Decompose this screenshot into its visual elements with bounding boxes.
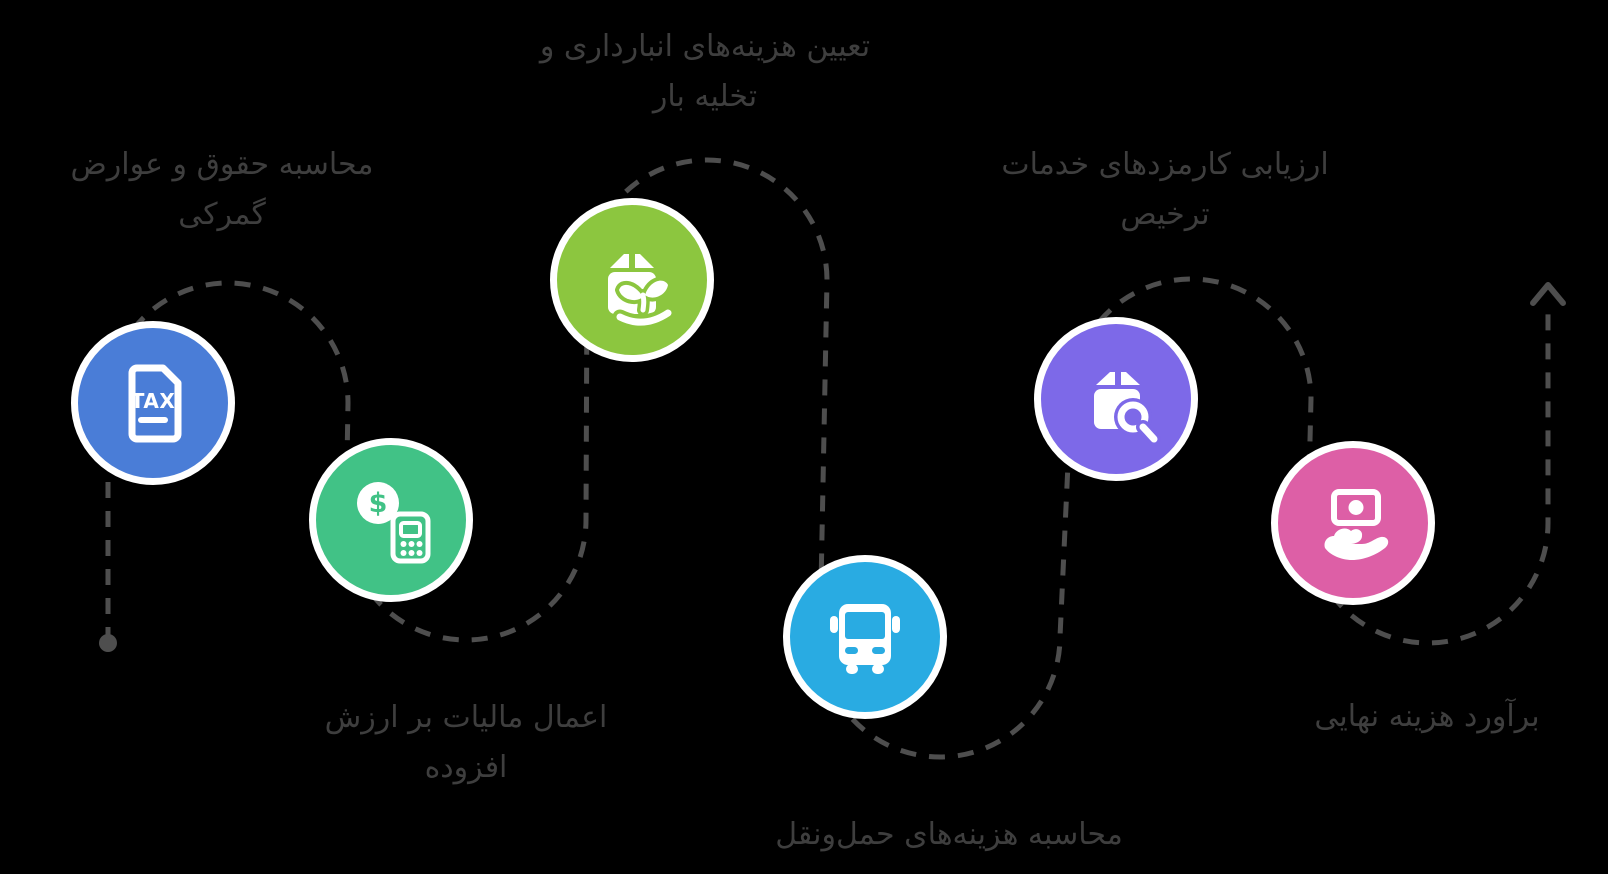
step-label-clearance-fees: ارزیابی کارمزدهای خدمات ترخیص	[1001, 140, 1328, 240]
label-line: افزوده	[424, 750, 508, 785]
bus-icon	[830, 604, 900, 674]
label-line: تعیین هزینه‌های انبارداری و	[539, 29, 871, 64]
dollar-calculator-icon: $	[357, 482, 431, 564]
step-node-transport	[783, 555, 947, 719]
step-label-storage-unloading: تعیین هزینه‌های انبارداری و تخلیه بار	[540, 22, 870, 122]
label-line: گمرکی	[178, 197, 266, 232]
label-line: ارزیابی کارمزدهای خدمات	[1001, 147, 1329, 182]
label-line: برآورد هزینه نهایی	[1314, 699, 1540, 734]
label-line: محاسبه هزینه‌های حمل‌ونقل	[775, 817, 1123, 852]
step-label-transport: محاسبه هزینه‌های حمل‌ونقل	[775, 810, 1123, 860]
step-node-final-cost	[1271, 441, 1435, 605]
path-end-arrow	[1530, 282, 1566, 306]
label-line: ترخیص	[1120, 197, 1210, 232]
step-label-vat: اعمال مالیات بر ارزش افزوده	[325, 693, 608, 793]
step-label-customs-duties: محاسبه حقوق و عوارض گمرکی	[71, 140, 374, 240]
label-line: اعمال مالیات بر ارزش	[324, 700, 608, 735]
step-node-vat: $	[309, 438, 473, 602]
dollar-sign: $	[369, 488, 388, 519]
box-search-icon	[1094, 372, 1161, 446]
step-label-final-cost: برآورد هزینه نهایی	[1314, 692, 1539, 742]
tax-text: TAX	[131, 389, 176, 413]
money-hand-icon	[1324, 489, 1389, 560]
step-node-clearance-fees	[1034, 317, 1198, 481]
label-line: تخلیه بار	[652, 79, 758, 114]
tax-document-icon: TAX	[128, 364, 182, 443]
package-sprout-icon	[608, 254, 676, 330]
label-line: محاسبه حقوق و عوارض	[70, 147, 374, 182]
step-node-storage-unloading	[550, 198, 714, 362]
step-node-customs-duties: TAX	[71, 321, 235, 485]
